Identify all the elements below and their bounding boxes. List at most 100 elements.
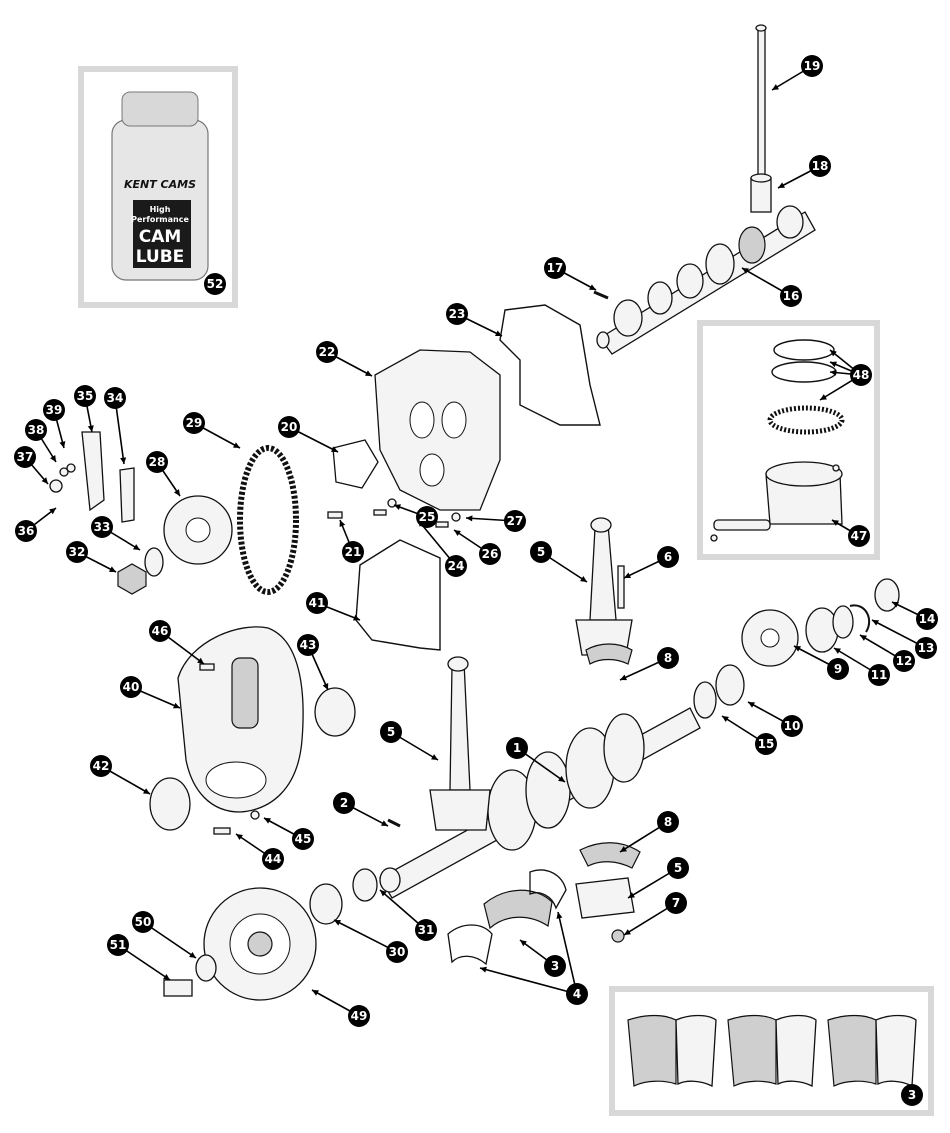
leader-arrow-6 xyxy=(624,572,631,579)
leader-arrow-28 xyxy=(173,489,180,496)
callout-badge-8: 8 xyxy=(657,647,679,669)
pulley-bolt xyxy=(163,979,193,997)
callout-layer: 1234555678891011121314151617181920212223… xyxy=(14,55,938,1106)
callout-badge-12: 12 xyxy=(893,650,915,672)
leader-arrow-50 xyxy=(189,951,196,958)
leader-arrow-48 xyxy=(830,350,837,357)
svg-text:4: 4 xyxy=(573,987,581,1001)
callout-badge-11: 11 xyxy=(868,664,890,686)
svg-text:46: 46 xyxy=(152,624,169,638)
leader-arrow-40 xyxy=(173,702,180,709)
leader-arrow-33 xyxy=(133,544,140,550)
callout-badge-25: 25 xyxy=(416,506,438,528)
leader-arrow-22 xyxy=(365,370,372,376)
callout-badge-13: 13 xyxy=(915,637,937,659)
svg-text:19: 19 xyxy=(804,59,821,73)
svg-text:8: 8 xyxy=(664,815,672,829)
leader-arrow-45 xyxy=(264,818,271,824)
callout-badge-29: 29 xyxy=(183,412,205,434)
big-end-shell-lower xyxy=(579,842,641,869)
svg-text:33: 33 xyxy=(94,520,111,534)
callout-badge-3: 3 xyxy=(901,1084,923,1106)
callout-badge-7: 7 xyxy=(665,892,687,914)
callout-badge-37: 37 xyxy=(14,446,36,468)
bottle-line2: Performance xyxy=(131,215,189,224)
cover-bolt xyxy=(213,827,231,835)
callout-badge-39: 39 xyxy=(43,399,65,421)
callout-badge-30: 30 xyxy=(386,941,408,963)
svg-text:44: 44 xyxy=(265,852,282,866)
rod-cap xyxy=(575,877,635,919)
bottle-line1: High xyxy=(150,205,171,214)
leader-arrow-5 xyxy=(628,892,635,898)
leader-arrow-27 xyxy=(466,515,473,522)
big-end-shell-upper xyxy=(585,643,633,665)
leader-line-4 xyxy=(479,967,578,995)
callout-badge-34: 34 xyxy=(104,387,126,409)
leader-arrow-39 xyxy=(59,441,66,448)
callout-badge-32: 32 xyxy=(66,541,88,563)
leader-line-34 xyxy=(114,397,125,465)
callout-badge-14: 14 xyxy=(916,608,938,630)
svg-text:7: 7 xyxy=(672,896,680,910)
leader-arrow-21 xyxy=(339,520,346,527)
leader-arrow-30 xyxy=(334,920,341,926)
svg-text:51: 51 xyxy=(110,938,127,952)
oil-thrower xyxy=(693,681,717,719)
leader-arrow-23 xyxy=(495,330,502,336)
leader-arrow-42 xyxy=(143,788,150,794)
lock-washer xyxy=(144,547,164,577)
leader-arrow-18 xyxy=(778,182,785,188)
gear-spacer xyxy=(715,664,745,706)
callout-badge-15: 15 xyxy=(755,733,777,755)
callout-badge-46: 46 xyxy=(149,620,171,642)
svg-text:48: 48 xyxy=(853,368,870,382)
svg-text:39: 39 xyxy=(46,403,63,417)
leader-line-4 xyxy=(557,911,578,995)
callout-badge-24: 24 xyxy=(445,555,467,577)
leader-arrow-48 xyxy=(830,369,837,376)
leader-arrow-10 xyxy=(748,702,755,708)
bottle-brand: KENT CAMS xyxy=(124,178,196,191)
leader-arrow-2 xyxy=(381,820,388,826)
rod-nut xyxy=(611,929,625,943)
svg-text:20: 20 xyxy=(281,420,298,434)
svg-text:32: 32 xyxy=(69,545,86,559)
svg-text:40: 40 xyxy=(123,680,140,694)
leader-arrow-17 xyxy=(589,284,596,290)
svg-text:45: 45 xyxy=(295,832,312,846)
bush xyxy=(805,607,839,653)
leader-arrow-19 xyxy=(772,84,779,90)
leader-line-30 xyxy=(333,919,398,953)
leader-arrow-43 xyxy=(322,683,329,690)
bottle-line4: LUBE xyxy=(136,247,185,267)
leader-arrow-26 xyxy=(454,530,461,537)
leader-arrow-7 xyxy=(624,929,631,935)
callout-badge-21: 21 xyxy=(342,541,364,563)
svg-text:15: 15 xyxy=(758,737,775,751)
callout-badge-22: 22 xyxy=(316,341,338,363)
svg-text:13: 13 xyxy=(918,641,935,655)
svg-text:37: 37 xyxy=(17,450,34,464)
leader-arrow-16 xyxy=(742,268,749,274)
thrust-washer-b xyxy=(529,869,567,910)
callout-badge-35: 35 xyxy=(74,385,96,407)
svg-text:30: 30 xyxy=(389,945,406,959)
svg-text:18: 18 xyxy=(812,159,829,173)
leader-arrow-47 xyxy=(832,520,839,526)
oil-seal-cover xyxy=(314,687,356,737)
leader-arrow-3 xyxy=(520,940,527,947)
callout-badge-31: 31 xyxy=(415,919,437,941)
plate-gasket-small xyxy=(332,439,379,489)
timing-cover-gasket xyxy=(355,539,441,651)
callout-badge-33: 33 xyxy=(91,516,113,538)
svg-text:28: 28 xyxy=(149,455,166,469)
callout-badge-9: 9 xyxy=(827,658,849,680)
leader-arrow-29 xyxy=(233,442,240,448)
plate-washer-b xyxy=(451,512,461,522)
callout-badge-8: 8 xyxy=(657,811,679,833)
svg-text:50: 50 xyxy=(135,915,152,929)
callout-badge-49: 49 xyxy=(348,1005,370,1027)
